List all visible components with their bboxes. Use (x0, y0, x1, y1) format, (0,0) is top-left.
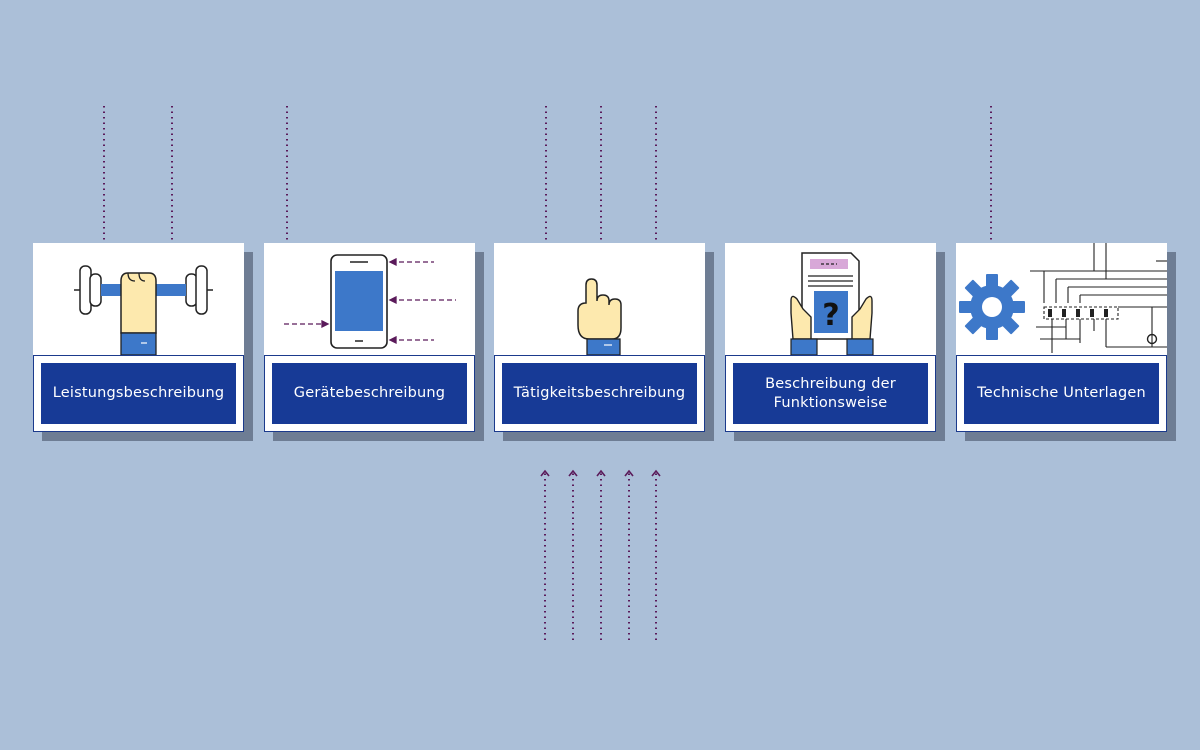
card-label-box: Beschreibung der Funktionsweise (725, 355, 936, 432)
card-leistungsbeschreibung: Leistungsbeschreibung (33, 243, 253, 441)
card-icon-area: ? (725, 243, 936, 355)
pointing-hand-icon (577, 278, 622, 355)
card-funktionsweise: ? Beschreibung der Funktionsweise (725, 243, 945, 441)
card-label: Technische Unterlagen (964, 363, 1159, 424)
card-icon-area (494, 243, 705, 355)
card-face: Gerätebeschreibung (264, 243, 475, 432)
card-label: Tätigkeitsbeschreibung (502, 363, 697, 424)
card-geraetebeschreibung: Gerätebeschreibung (264, 243, 484, 441)
gear-icon (959, 274, 1025, 340)
card-label: Beschreibung der Funktionsweise (733, 363, 928, 424)
card-label-box: Technische Unterlagen (956, 355, 1167, 432)
card-icon-area (264, 243, 475, 355)
card-face: Leistungsbeschreibung (33, 243, 244, 432)
dumbbell-hand-icon (74, 265, 213, 355)
card-label-box: Leistungsbeschreibung (33, 355, 244, 432)
card-face: ? Beschreibung der Funktionsweise (725, 243, 936, 432)
card-label: Gerätebeschreibung (272, 363, 467, 424)
gear-schematic-icon (959, 243, 1167, 353)
card-taetigkeitsbeschreibung: Tätigkeitsbeschreibung (494, 243, 714, 441)
card-label-box: Gerätebeschreibung (264, 355, 475, 432)
svg-text:?: ? (822, 298, 839, 333)
tablet-device-icon (284, 254, 456, 349)
card-label: Leistungsbeschreibung (41, 363, 236, 424)
card-label-box: Tätigkeitsbeschreibung (494, 355, 705, 432)
card-face: Tätigkeitsbeschreibung (494, 243, 705, 432)
card-icon-area (33, 243, 244, 355)
card-icon-area (956, 243, 1167, 355)
card-technische-unterlagen: Technische Unterlagen (956, 243, 1176, 441)
card-face: Technische Unterlagen (956, 243, 1167, 432)
document-question-icon: ? (790, 252, 874, 355)
